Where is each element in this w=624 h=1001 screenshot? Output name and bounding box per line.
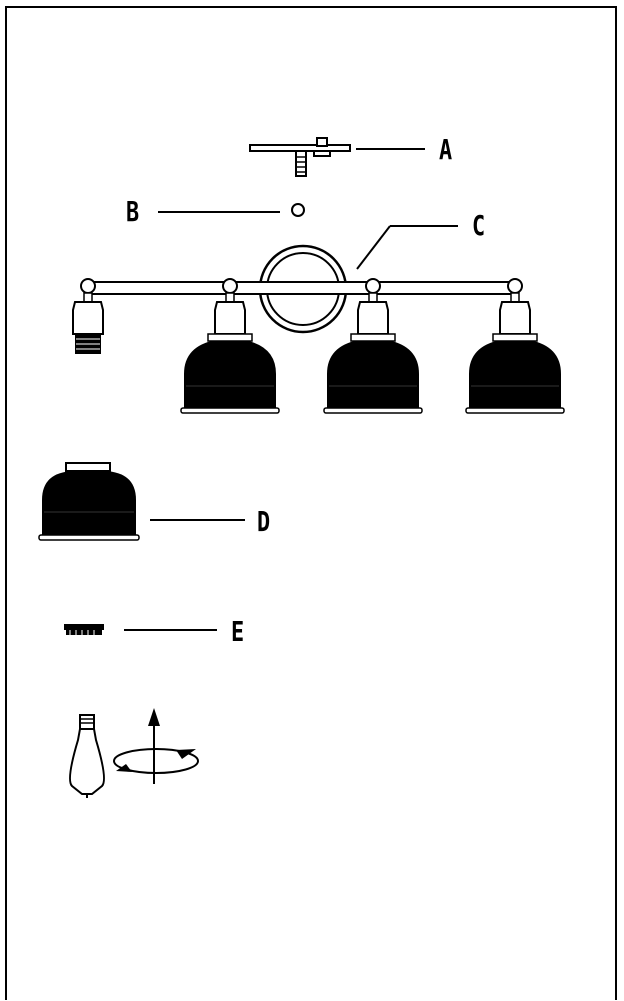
diagram-frame (5, 6, 617, 1000)
rotate-arrow-icon (113, 708, 199, 784)
label-d: D (257, 505, 271, 538)
shaded-lamp-1 (180, 278, 280, 414)
fixture-body (87, 225, 517, 334)
label-e: E (231, 615, 245, 648)
socket-ring (64, 624, 217, 635)
label-b: B (126, 195, 140, 228)
shaded-lamp-3 (465, 278, 565, 414)
mounting-bracket (249, 137, 425, 177)
shaded-lamp-2 (323, 278, 423, 414)
label-c: C (472, 209, 486, 242)
bulb-install-icon (69, 714, 105, 798)
glass-shade (38, 462, 245, 541)
label-a: A (439, 133, 453, 166)
cap-nut (158, 203, 305, 217)
bare-socket (72, 278, 104, 354)
